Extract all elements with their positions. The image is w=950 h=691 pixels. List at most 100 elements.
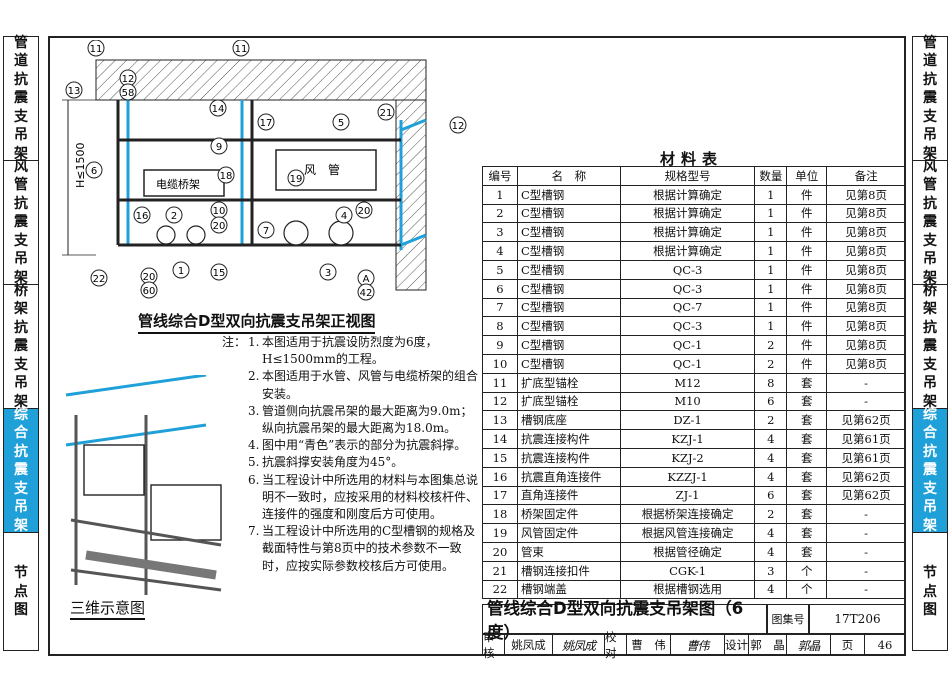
tab-duct-right[interactable]: 风管抗震支吊架 bbox=[913, 159, 947, 286]
table-cell: - bbox=[826, 391, 906, 412]
tab-combined[interactable]: 综合抗震支吊架 bbox=[4, 407, 38, 534]
table-cell: 见第8页 bbox=[826, 259, 906, 280]
tab-char: 管 bbox=[14, 34, 28, 51]
tab-char: 桥 bbox=[14, 282, 28, 299]
callout-bubble bbox=[209, 99, 227, 117]
tab-tray[interactable]: 桥架抗震支吊架 bbox=[4, 282, 38, 410]
table-cell: 见第8页 bbox=[826, 241, 906, 261]
tab-char: 吊 bbox=[923, 127, 937, 144]
table-cell: 见第8页 bbox=[826, 222, 906, 243]
table-cell: 件 bbox=[786, 316, 828, 337]
table-cell: 直角连接件 bbox=[516, 485, 621, 506]
iso-view-title: 三维示意图 bbox=[70, 597, 146, 620]
table-cell: 1 bbox=[754, 222, 788, 243]
designer-signature: 郭晶 bbox=[787, 635, 831, 655]
reviewer-signature: 姚凤成 bbox=[553, 635, 605, 655]
tab-char: 合 bbox=[923, 425, 937, 442]
table-cell: 见第8页 bbox=[826, 297, 906, 318]
table-cell: 根据计算确定 bbox=[619, 184, 756, 205]
table-cell: 11 bbox=[482, 372, 518, 393]
table-cell: 抗震连接构件 bbox=[516, 429, 621, 449]
tab-char: 图 bbox=[14, 602, 28, 619]
callout-label: 21 bbox=[380, 108, 393, 119]
callout-label: 16 bbox=[136, 211, 149, 222]
callout-label: 42 bbox=[360, 288, 373, 299]
table-cell: 5 bbox=[482, 259, 518, 280]
table-cell: 套 bbox=[786, 541, 828, 562]
table-cell: M12 bbox=[619, 372, 756, 393]
table-cell: 根据槽钢选用 bbox=[619, 579, 756, 600]
note-number: 2. bbox=[248, 369, 260, 384]
tab-char: 节 bbox=[923, 565, 937, 582]
table-cell: 件 bbox=[786, 278, 828, 299]
callout-label: A bbox=[363, 274, 370, 285]
callout-label: 9 bbox=[216, 142, 222, 153]
table-cell: 8 bbox=[754, 372, 788, 393]
tab-char: 吊 bbox=[923, 499, 937, 516]
tab-combined-right[interactable]: 综合抗震支吊架 bbox=[913, 407, 947, 534]
table-cell: 16 bbox=[482, 466, 518, 487]
table-cell: 4 bbox=[754, 541, 788, 562]
tab-pipe[interactable]: 管道抗震支吊架 bbox=[4, 34, 38, 162]
table-cell: 19 bbox=[482, 523, 518, 543]
table-cell: 件 bbox=[786, 184, 828, 205]
table-cell: 个 bbox=[786, 579, 828, 600]
tab-node[interactable]: 节点图 bbox=[4, 533, 38, 651]
notes: 注： 1.本图适用于抗震设防烈度为6度，H≤1500mm的工程。2.本图适用于水… bbox=[222, 334, 484, 575]
tab-char: 图 bbox=[923, 602, 937, 619]
table-cell: 4 bbox=[754, 429, 788, 449]
callout-bubble bbox=[355, 201, 373, 219]
table-cell: C型槽钢 bbox=[516, 184, 621, 205]
callout-label: 12 bbox=[452, 121, 465, 132]
tab-duct[interactable]: 风管抗震支吊架 bbox=[4, 159, 38, 286]
tab-char: 支 bbox=[923, 108, 937, 125]
table-cell: 7 bbox=[482, 297, 518, 318]
tab-char: 震 bbox=[14, 338, 28, 355]
table-cell: QC-3 bbox=[619, 278, 756, 299]
height-label: H≤1500 bbox=[74, 143, 87, 188]
callout-bubble bbox=[65, 81, 83, 99]
tab-char: 吊 bbox=[14, 251, 28, 268]
tab-char: 架 bbox=[923, 517, 937, 534]
table-cell: 套 bbox=[786, 485, 828, 506]
table-cell: ZJ-1 bbox=[619, 485, 756, 506]
callout-label: 60 bbox=[143, 286, 156, 297]
callout-bubble bbox=[90, 269, 108, 287]
tab-char: 桥 bbox=[923, 282, 937, 299]
table-cell: 件 bbox=[786, 259, 828, 280]
table-cell: 3 bbox=[482, 222, 518, 243]
tab-pipe-right[interactable]: 管道抗震支吊架 bbox=[913, 34, 947, 162]
table-cell: QC-7 bbox=[619, 297, 756, 318]
table-cell: 1 bbox=[754, 278, 788, 299]
table-cell: 套 bbox=[786, 429, 828, 449]
tab-node-right[interactable]: 节点图 bbox=[913, 533, 947, 651]
table-cell: - bbox=[826, 523, 906, 543]
callout-bubble bbox=[210, 216, 228, 234]
note-number: 4. bbox=[248, 438, 260, 453]
tab-char: 支 bbox=[14, 356, 28, 373]
table-cell: 12 bbox=[482, 391, 518, 412]
table-cell: QC-3 bbox=[619, 316, 756, 337]
table-cell: 槽钢底座 bbox=[516, 410, 621, 431]
design-label: 设计 bbox=[725, 635, 749, 655]
table-cell: 桥架固定件 bbox=[516, 504, 621, 525]
table-cell: 1 bbox=[754, 259, 788, 280]
tab-char: 抗 bbox=[14, 195, 28, 212]
tab-char: 架 bbox=[14, 145, 28, 162]
table-cell: 根据桥架连接确定 bbox=[619, 504, 756, 525]
table-cell: 见第8页 bbox=[826, 316, 906, 337]
table-cell: 扩底型锚栓 bbox=[516, 372, 621, 393]
notes-head: 注： bbox=[222, 335, 247, 349]
note-item: 6.当工程设计中所选用的材料与本图集总说明不一致时，应按采用的材料校核杆件、连接… bbox=[248, 472, 484, 524]
table-cell: 件 bbox=[786, 335, 828, 355]
tab-tray-right[interactable]: 桥架抗震支吊架 bbox=[913, 282, 947, 410]
reviewer-name: 姚凤成 bbox=[505, 635, 553, 655]
tab-char: 管 bbox=[923, 34, 937, 51]
